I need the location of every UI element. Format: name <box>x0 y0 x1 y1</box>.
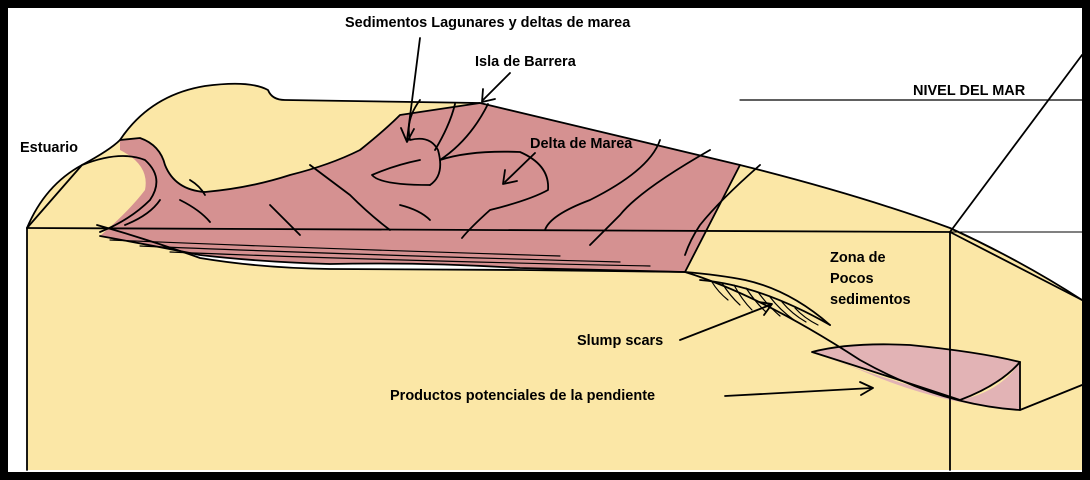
label-slump-scars: Slump scars <box>577 333 663 349</box>
label-zona-line-1: Zona de <box>830 250 886 266</box>
label-productos: Productos potenciales de la pendiente <box>390 388 655 404</box>
label-isla-de-barrera: Isla de Barrera <box>475 54 577 70</box>
label-estuario: Estuario <box>20 140 78 156</box>
label-nivel-del-mar: NIVEL DEL MAR <box>913 83 1026 99</box>
label-delta-de-marea: Delta de Marea <box>530 136 633 152</box>
label-zona-line-3: sedimentos <box>830 292 911 308</box>
label-zona-line-2: Pocos <box>830 271 874 287</box>
label-sedimentos: Sedimentos Lagunares y deltas de marea <box>345 15 631 31</box>
